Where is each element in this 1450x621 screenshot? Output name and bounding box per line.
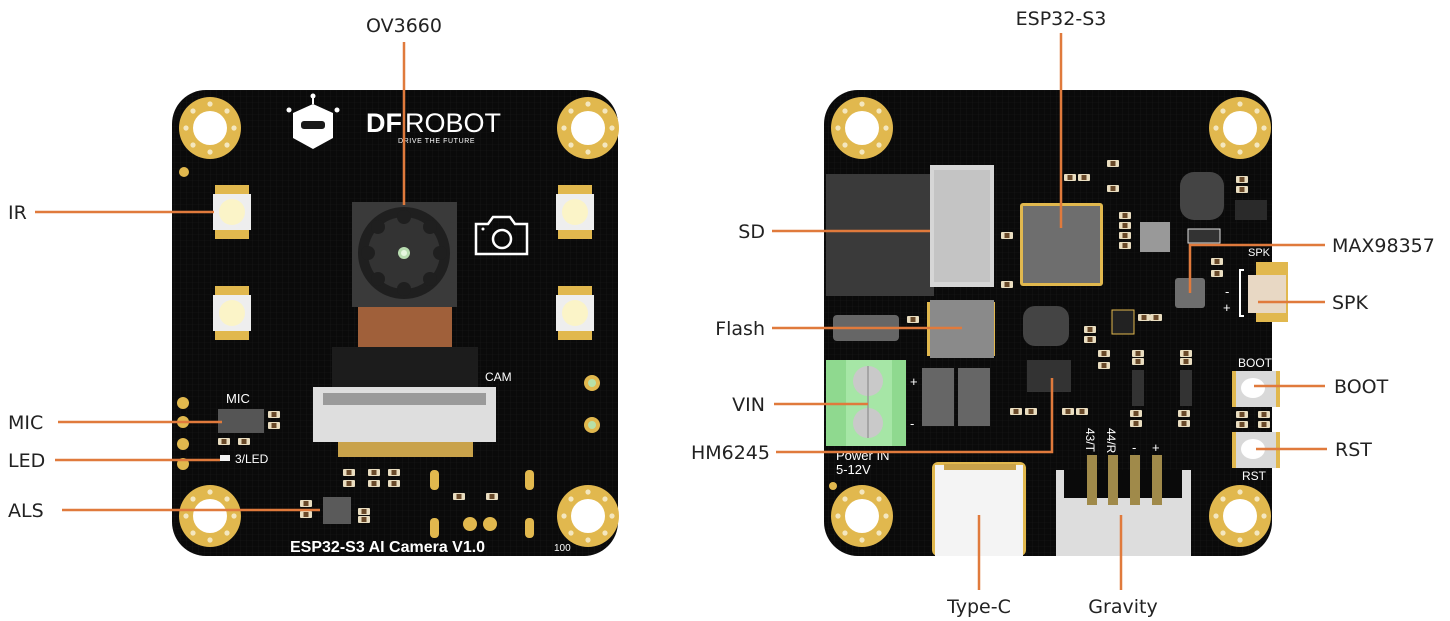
silk-spk-plus: + — [1223, 300, 1231, 315]
label-led: LED — [8, 450, 45, 472]
mount-hole-tl — [831, 97, 893, 159]
label-als: ALS — [8, 500, 44, 522]
brand-light: ROBOT — [405, 108, 501, 138]
silk-boot: BOOT — [1238, 356, 1273, 370]
silk-gravity-plus: + — [1152, 440, 1160, 455]
mic-chip — [218, 409, 264, 433]
front-board: DF ROBOT DRIVE THE FUTURE CAM — [172, 90, 619, 556]
silk-cam: CAM — [485, 370, 512, 384]
brand-bold: DF — [366, 108, 402, 138]
silk-number: 100 — [554, 543, 571, 554]
ir-led-2 — [213, 286, 251, 340]
hm6245-chip — [1027, 360, 1071, 392]
back-board: SPK - + + - Power IN 5-12V — [824, 90, 1288, 556]
ov3660-camera-module — [332, 202, 478, 387]
esp32-s3-chip — [1020, 203, 1103, 286]
label-typec: Type-C — [946, 596, 1011, 618]
gravity-connector — [1056, 455, 1191, 556]
mount-hole-tr — [1209, 97, 1271, 159]
sd-card-slot — [826, 165, 994, 296]
label-ov3660: OV3660 — [366, 15, 442, 37]
silk-rst: RST — [1242, 469, 1267, 483]
label-mic: MIC — [8, 412, 43, 434]
vin-terminal-block — [826, 360, 906, 446]
dfrobot-logo-icon — [286, 93, 340, 149]
silk-vin-minus: - — [910, 416, 914, 431]
label-spk: SPK — [1332, 292, 1369, 314]
label-esp32s3: ESP32-S3 — [1016, 8, 1107, 30]
silk-led: 3/LED — [235, 452, 269, 466]
fpc-connector — [313, 387, 496, 457]
mount-hole-tl — [179, 97, 241, 159]
mount-hole-tr — [557, 97, 619, 159]
mount-hole-bl — [831, 485, 893, 547]
label-vin: VIN — [732, 394, 765, 416]
usb-type-c-port — [932, 462, 1026, 556]
back-callouts: ESP32-S3 SD Flash VIN HM6245 MAX98357 SP… — [691, 8, 1435, 618]
status-led — [220, 455, 230, 461]
silk-spk: SPK — [1248, 247, 1271, 259]
mount-hole-bl — [179, 485, 241, 547]
silk-gravity-44r: 44/R — [1104, 428, 1118, 454]
label-max98357: MAX98357 — [1332, 235, 1435, 257]
camera-icon — [474, 215, 529, 256]
label-rst: RST — [1335, 439, 1372, 461]
ir-led-4 — [556, 286, 594, 340]
label-sd: SD — [738, 221, 765, 243]
silk-gravity-minus: - — [1132, 440, 1136, 455]
silk-gravity-43t: 43/T — [1083, 428, 1097, 453]
label-hm6245: HM6245 — [691, 442, 770, 464]
spk-connector — [1239, 262, 1288, 322]
boot-button — [1232, 371, 1280, 407]
ir-led-3 — [556, 185, 594, 239]
ir-led-1 — [213, 185, 251, 239]
silk-spk-minus: - — [1225, 284, 1229, 299]
mount-hole-br — [557, 485, 619, 547]
silk-power-in: Power IN — [836, 448, 889, 463]
callout-line-hm6245 — [776, 378, 1054, 454]
brand-slogan: DRIVE THE FUTURE — [398, 138, 475, 145]
silk-mic: MIC — [226, 391, 250, 406]
label-ir: IR — [8, 202, 27, 224]
mount-hole-br — [1209, 485, 1271, 547]
front-callouts: OV3660 IR MIC LED ALS — [8, 15, 442, 522]
label-gravity: Gravity — [1088, 596, 1157, 618]
silk-board-title: ESP32-S3 AI Camera V1.0 — [290, 539, 485, 556]
als-chip — [323, 497, 351, 524]
label-boot: BOOT — [1334, 376, 1389, 398]
label-flash: Flash — [715, 318, 765, 340]
silk-vin-plus: + — [910, 374, 918, 389]
callout-line-max98357 — [1188, 243, 1325, 293]
silk-voltage: 5-12V — [836, 462, 871, 477]
